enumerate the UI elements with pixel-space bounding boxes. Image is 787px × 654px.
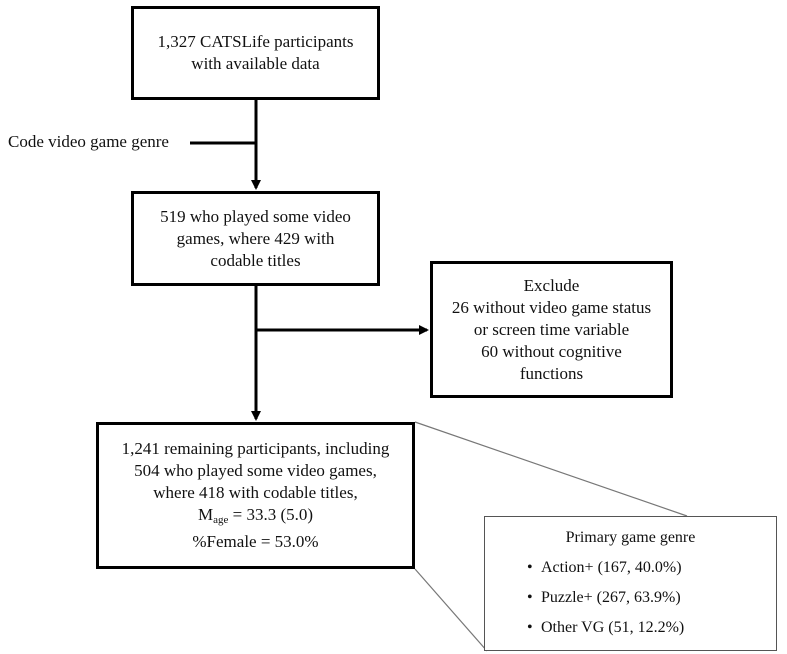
remaining-line-3: where 418 with codable titles, <box>153 483 358 502</box>
exclude-title: Exclude <box>523 275 580 295</box>
genre-box: Primary game genre • Action+ (167, 40.0%… <box>484 516 777 651</box>
exclude-line-5: functions <box>519 363 584 383</box>
exclude-line-2: 26 without video game status <box>451 297 652 317</box>
remaining-box: 1,241 remaining participants, including … <box>96 422 415 569</box>
callout-line-bottom <box>414 568 488 652</box>
genre-item-label: Other VG (51, 12.2%) <box>541 619 685 636</box>
played-line-1: 519 who played some video <box>160 206 351 226</box>
genre-title: Primary game genre <box>565 529 696 546</box>
participants-line-1: 1,327 CATSLife participants <box>157 32 354 51</box>
played-games-box: 519 who played some video games, where 4… <box>131 191 380 286</box>
genre-item-puzzle: • Puzzle+ (267, 63.9%) <box>527 587 681 609</box>
bullet-icon: • <box>527 619 533 636</box>
mean-symbol: M <box>197 505 214 524</box>
mean-subscript: age <box>213 514 229 526</box>
remaining-line-2: 504 who played some video games, <box>134 461 377 480</box>
exclude-line-3: or screen time variable <box>473 319 630 339</box>
callout-line-top <box>414 421 688 517</box>
genre-item-label: Action+ (167, 40.0%) <box>541 559 682 576</box>
remaining-line-1: 1,241 remaining participants, including <box>121 439 390 458</box>
mean-value: = 33.3 (5.0) <box>228 505 314 524</box>
played-line-2: games, where 429 with <box>176 228 335 248</box>
genre-item-other: • Other VG (51, 12.2%) <box>527 617 685 639</box>
bullet-icon: • <box>527 559 533 576</box>
mean-age-line: Mage = 33.3 (5.0) <box>198 504 313 531</box>
played-line-3: codable titles <box>210 250 301 270</box>
bullet-icon: • <box>527 589 533 606</box>
female-line: %Female = 53.0% <box>192 532 319 551</box>
genre-item-action: • Action+ (167, 40.0%) <box>527 557 682 579</box>
participants-line-2: with available data <box>191 54 320 73</box>
exclude-box: Exclude 26 without video game status or … <box>430 261 673 398</box>
participants-box: 1,327 CATSLife participants with availab… <box>131 6 380 100</box>
genre-item-label: Puzzle+ (267, 63.9%) <box>541 589 681 606</box>
exclude-line-4: 60 without cognitive <box>481 341 622 361</box>
code-genre-label: Code video game genre <box>8 132 169 151</box>
